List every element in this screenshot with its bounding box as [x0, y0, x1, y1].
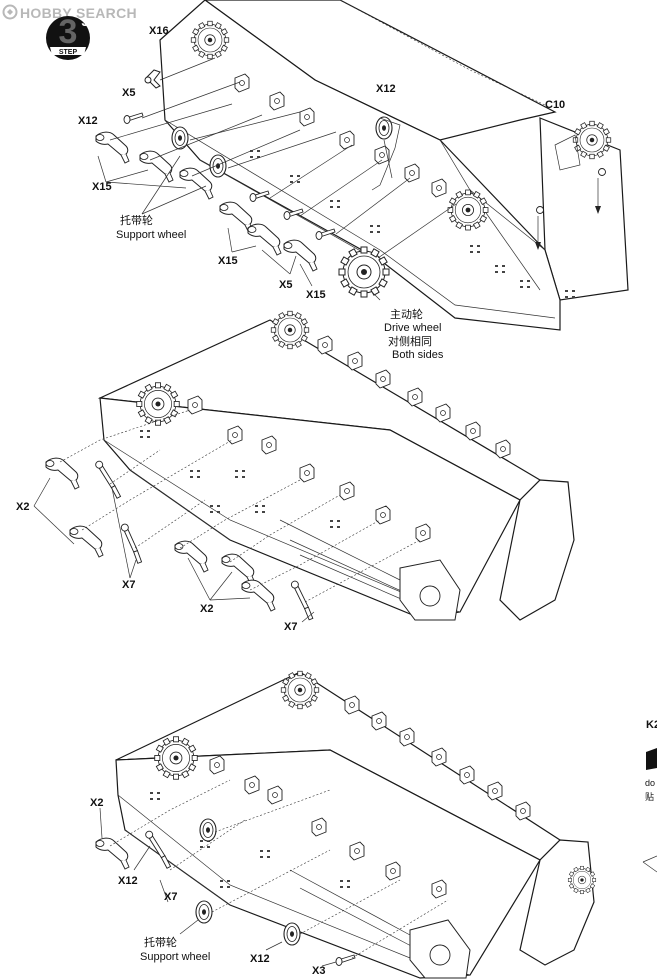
drive-wheel-en: Drive wheel: [384, 322, 441, 334]
right-edge-fragment: K2 do 贴: [642, 719, 657, 873]
panel-3-side-wall: [115, 749, 541, 979]
panel-2-hull-assembly: [33, 310, 575, 623]
support-wheel-en-top: Support wheel: [116, 229, 186, 241]
both-sides-en: Both sides: [392, 349, 444, 361]
panel-3-labels: X2 X12 X7 托带轮 Support wheel X12 X3: [90, 797, 325, 977]
label-x5-top: X5: [122, 87, 135, 99]
label-x12-bottom-left: X12: [118, 875, 138, 887]
step-number-ghost: 3: [59, 13, 78, 51]
label-x15-mid: X15: [218, 255, 238, 267]
label-x5-mid: X5: [279, 279, 292, 291]
panel-1-side-wall: [159, 0, 561, 331]
step-badge: 3 STEP 3: [46, 13, 90, 60]
support-wheel-cn-bottom: 托带轮: [144, 935, 177, 949]
label-x2-bottom: X2: [90, 797, 103, 809]
label-x2-mid-right: X2: [200, 603, 213, 615]
label-x12-bottom-right: X12: [250, 953, 270, 965]
support-wheel-cn-top: 托带轮: [120, 213, 153, 227]
step-word: STEP: [59, 49, 78, 56]
label-x7-bottom: X7: [164, 891, 177, 903]
label-k2-fragment: K2: [646, 719, 657, 731]
label-x12-right: X12: [376, 83, 396, 95]
panel-1-labels: X16 X5 X12 X15 X12 C10 托带轮 Support wheel…: [78, 25, 565, 361]
label-x12-top: X12: [78, 115, 98, 127]
label-c10: C10: [545, 99, 565, 111]
label-x7-mid: X7: [122, 579, 135, 591]
label-x15-left: X15: [92, 181, 112, 193]
panel-1-hull-assembly: [95, 0, 629, 331]
fragment-do: do: [645, 778, 655, 788]
label-x16: X16: [149, 25, 169, 37]
both-sides-cn: 对侧相同: [388, 334, 432, 348]
step-number: 3: [81, 14, 88, 29]
label-x3: X3: [312, 965, 325, 977]
drive-wheel-cn: 主动轮: [390, 307, 423, 321]
panel-2-rear-plate: [499, 479, 575, 621]
hobby-search-watermark: HOBBY SEARCH: [2, 4, 137, 21]
label-x15-right: X15: [306, 289, 326, 301]
label-x7-mid-right: X7: [284, 621, 297, 633]
label-x2-mid-left: X2: [16, 501, 29, 513]
fragment-tie: 贴: [645, 791, 654, 802]
panel-2-labels: X2 X7 X2 X7: [16, 501, 297, 633]
panel-3-hull-assembly: [95, 670, 597, 979]
watermark-text: HOBBY SEARCH: [20, 5, 137, 21]
support-wheel-en-bottom: Support wheel: [140, 951, 210, 963]
